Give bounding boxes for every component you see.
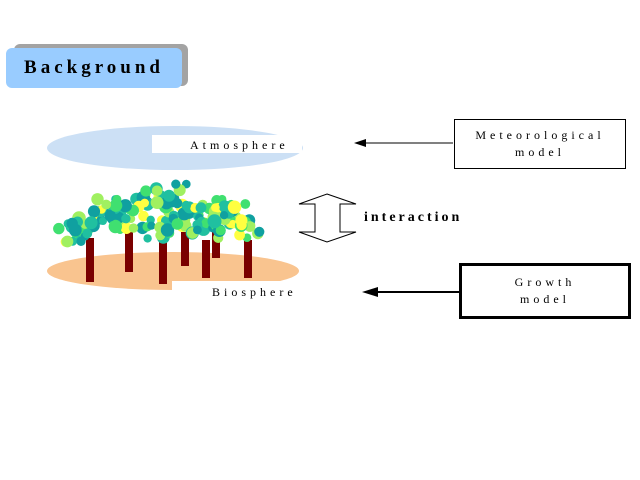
foliage-blob (82, 228, 93, 239)
foliage-blob (227, 200, 242, 214)
foliage-blob (181, 200, 191, 211)
foliage-blob (140, 198, 149, 208)
foliage-blob (84, 216, 98, 230)
foliage-blob (87, 205, 101, 218)
foliage-blob (211, 203, 220, 212)
foliage-blob (219, 211, 229, 220)
foliage-blob (61, 235, 74, 248)
foliage-blob (150, 196, 164, 210)
foliage-blob (160, 223, 175, 237)
foliage-blob (195, 202, 207, 214)
interaction-label: interaction (364, 210, 463, 225)
meteorological-box-line1: Meteorological (475, 128, 605, 142)
foliage-blob (128, 223, 139, 233)
growth-model-box: Growth model (459, 263, 631, 319)
foliage-blob (234, 229, 246, 241)
foliage-blob (91, 193, 104, 206)
biosphere-label-bg (172, 281, 322, 299)
meteorological-model-box: Meteorological model (454, 119, 626, 169)
foliage-blob (193, 225, 202, 235)
foliage-blob (53, 222, 65, 235)
interaction-double-arrow (298, 193, 357, 243)
biosphere-label: Biosphere (212, 285, 297, 299)
foliage-blob (104, 210, 116, 222)
slide-title: Background (6, 48, 182, 88)
foliage-blob (236, 219, 247, 231)
foliage-blob (108, 219, 123, 234)
foliage-blob (140, 185, 152, 197)
tree-trunks (86, 228, 252, 284)
growth-arrowhead (362, 287, 378, 297)
foliage-blob (143, 234, 152, 243)
growth-box-line2: model (520, 292, 570, 306)
foliage-blob (138, 210, 149, 222)
foliage-blob (121, 214, 131, 224)
foliage-blob (207, 214, 222, 229)
foliage-blob (101, 199, 112, 210)
foliage-blob (240, 199, 251, 209)
meteorological-arrowhead (354, 139, 366, 147)
foliage-blob (218, 200, 231, 213)
growth-box-line1: Growth (514, 275, 576, 289)
meteorological-box-line2: model (515, 145, 565, 159)
foliage-blob (171, 218, 184, 230)
foliage-blob (151, 185, 163, 197)
foliage-blob (120, 222, 133, 234)
foliage-blob (68, 223, 82, 237)
atmosphere-label: Atmosphere (190, 138, 289, 152)
biosphere-ground-ellipse (47, 252, 299, 290)
foliage-blob (109, 199, 123, 212)
foliage-blob (118, 199, 132, 213)
foliage-blob (254, 226, 265, 237)
atmosphere-label-bg (152, 135, 302, 153)
foliage-blob (99, 217, 107, 225)
foliage-blob (163, 189, 175, 202)
foliage-blob (215, 225, 226, 236)
foliage-blob (147, 221, 156, 230)
foliage-blob (76, 236, 86, 246)
foliage-blob (171, 179, 181, 189)
tree-foliage (53, 179, 265, 248)
